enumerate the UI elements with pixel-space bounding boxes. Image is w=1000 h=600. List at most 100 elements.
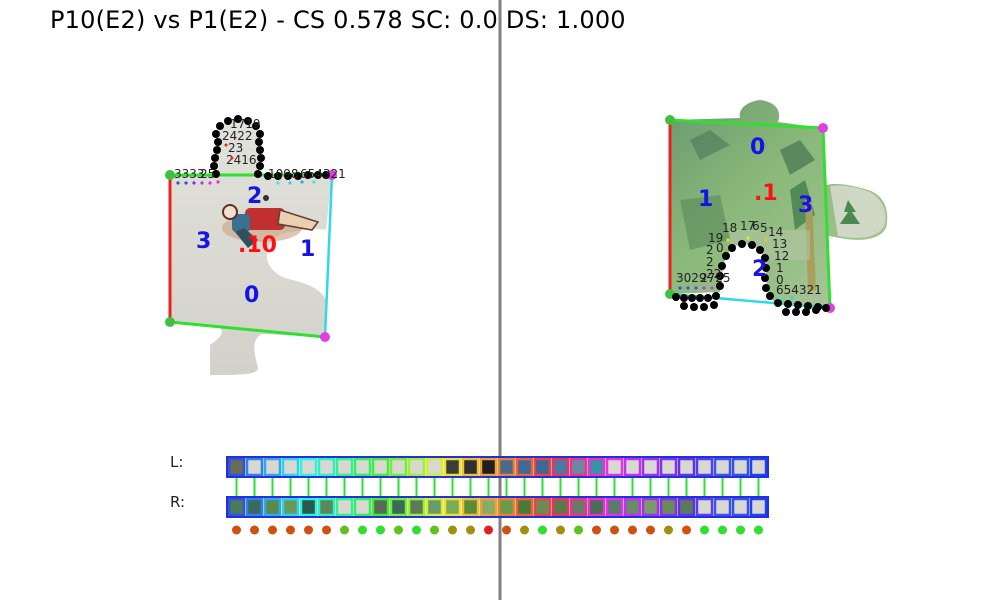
svg-text:13: 13	[772, 237, 787, 251]
left-edge-label-2: 2	[247, 184, 262, 209]
strip-left-swatch	[335, 457, 354, 477]
left-piece-center-label: .10	[238, 233, 277, 258]
strip-right-swatch	[425, 497, 444, 517]
left-edge-label-0: 0	[244, 283, 259, 308]
strip-left-swatch	[713, 457, 732, 477]
strip-score-dot	[646, 525, 655, 535]
strip-left-swatch	[623, 457, 642, 477]
strip-right-swatch	[713, 497, 732, 517]
strip-score-dot	[736, 525, 745, 535]
strip-score-dot	[502, 525, 511, 535]
strip-score-dot	[592, 525, 601, 535]
strip-right-swatch	[389, 497, 408, 517]
strip-score-dot	[664, 525, 673, 535]
svg-text:2725: 2725	[700, 271, 731, 285]
left-edge-0	[169, 320, 326, 339]
strip-left-swatch	[299, 457, 318, 477]
strip-left-swatch	[749, 457, 768, 477]
strip-left-swatch	[227, 457, 246, 477]
strip-left-swatch	[263, 457, 282, 477]
strip-left-label: L:	[170, 453, 183, 471]
svg-text:18: 18	[722, 221, 737, 235]
strip-right-swatch	[533, 497, 552, 517]
strip-score-dot	[250, 525, 259, 535]
strip-score-dot	[448, 525, 457, 535]
svg-text:1098: 1098	[268, 167, 299, 181]
strip-left-swatch	[443, 457, 462, 477]
strip-left-swatch	[497, 457, 516, 477]
strip-left-swatch	[245, 457, 264, 477]
strip-score-dot	[538, 525, 547, 535]
strip-left-frame	[226, 456, 769, 478]
strip-score-dot	[466, 525, 475, 535]
strip-right-swatch	[317, 497, 336, 517]
strip-right-swatch	[515, 497, 534, 517]
strip-left-swatch	[587, 457, 606, 477]
strip-left-swatch	[695, 457, 714, 477]
strip-right-swatch	[461, 497, 480, 517]
svg-text:2416: 2416	[226, 153, 257, 167]
strip-left-swatch	[605, 457, 624, 477]
svg-text:22: 22	[706, 267, 721, 281]
strip-left-swatch	[371, 457, 390, 477]
svg-text:12: 12	[774, 249, 789, 263]
strip-right-swatch	[497, 497, 516, 517]
strip-right-swatch	[353, 497, 372, 517]
right-edge-label-0: 0	[750, 135, 765, 160]
strip-left-swatch	[461, 457, 480, 477]
strip-left-swatch	[533, 457, 552, 477]
strip-right-swatch	[245, 497, 264, 517]
strip-left-swatch	[677, 457, 696, 477]
strip-left-swatch	[281, 457, 300, 477]
strip-score-dot	[574, 525, 583, 535]
strip-left-swatch	[389, 457, 408, 477]
svg-text:2: 2	[706, 255, 714, 269]
strip-right-swatch	[641, 497, 660, 517]
strip-right-swatch	[299, 497, 318, 517]
strip-right-swatch	[587, 497, 606, 517]
strip-right-swatch	[443, 497, 462, 517]
strip-left-swatch	[641, 457, 660, 477]
strip-score-dot	[520, 525, 529, 535]
strip-right-swatch	[623, 497, 642, 517]
strip-right-swatch	[551, 497, 570, 517]
svg-text:1719: 1719	[230, 117, 261, 131]
strip-right-swatch	[371, 497, 390, 517]
right-edge-0	[669, 118, 824, 130]
strip-right-swatch	[335, 497, 354, 517]
svg-text:3029: 3029	[676, 271, 707, 285]
svg-text:25: 25	[200, 167, 215, 181]
strip-left-swatch	[659, 457, 678, 477]
svg-text:1: 1	[776, 261, 784, 275]
strip-score-dot	[286, 525, 295, 535]
svg-text:6: 6	[752, 219, 760, 233]
right-edge-label-1: 1	[698, 187, 713, 212]
svg-text:0: 0	[776, 273, 784, 287]
svg-text:2: 2	[706, 243, 714, 257]
strip-score-dot	[358, 525, 367, 535]
left-edge-1	[323, 174, 334, 338]
strip-score-dot	[700, 525, 709, 535]
strip-right-swatch	[263, 497, 282, 517]
strip-score-dot	[484, 525, 493, 535]
right-edge-label-2: 2	[752, 257, 767, 282]
svg-text:2422: 2422	[222, 129, 253, 143]
strip-left-swatch	[551, 457, 570, 477]
strip-right-swatch	[659, 497, 678, 517]
strip-left-swatch	[317, 457, 336, 477]
match-title: P10(E2) vs P1(E2) - CS 0.578 SC: 0.0 DS:…	[50, 6, 626, 34]
svg-text:654321: 654321	[776, 283, 822, 297]
strip-right-swatch	[695, 497, 714, 517]
strip-right-swatch	[479, 497, 498, 517]
strip-score-dot	[322, 525, 331, 535]
strip-right-swatch	[227, 497, 246, 517]
strip-score-dot	[376, 525, 385, 535]
strip-score-dot	[556, 525, 565, 535]
strip-score-dot	[232, 525, 241, 535]
strip-score-dot	[412, 525, 421, 535]
strip-right-swatch	[569, 497, 588, 517]
svg-text:19: 19	[708, 231, 723, 245]
